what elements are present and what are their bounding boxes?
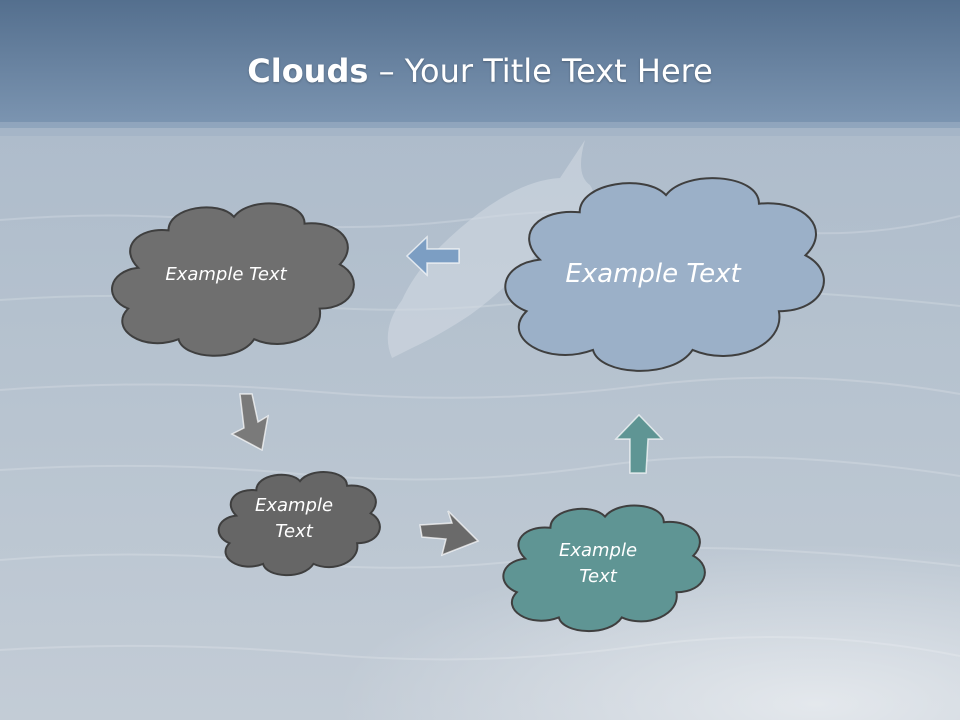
cloud-large-blue-label: Example Text	[540, 252, 766, 298]
arrow-left-icon	[405, 235, 460, 277]
cloud-small-gray[interactable]	[216, 465, 384, 580]
cloud-small-teal-label: Example Text	[530, 532, 666, 596]
title-bold: Clouds	[247, 52, 369, 90]
cloud-small-gray-line2: Text	[275, 521, 313, 542]
cloud-large-gray-text: Example Text	[165, 263, 287, 285]
cloud-small-gray-label: Example Text	[230, 487, 358, 551]
cloud-small-teal-line2: Text	[579, 566, 617, 587]
cloud-large-blue[interactable]	[500, 165, 832, 380]
title-rest: Your Title Text Here	[404, 52, 713, 90]
arrow-down-icon	[230, 393, 270, 452]
arrow-right-icon	[419, 510, 480, 557]
arrow-up-icon	[614, 413, 664, 474]
cloud-small-teal-line1: Example	[558, 539, 638, 561]
title-dash: –	[368, 52, 405, 90]
dolphin-silhouette	[387, 140, 594, 358]
cloud-large-blue-text: Example Text	[565, 259, 741, 290]
page-title: Clouds – Your Title Text Here	[0, 52, 960, 90]
cloud-small-gray-line1: Example	[254, 494, 334, 516]
cloud-large-gray[interactable]	[108, 193, 360, 363]
cloud-large-gray-label: Example Text	[140, 255, 312, 295]
cloud-small-teal[interactable]	[500, 497, 710, 637]
